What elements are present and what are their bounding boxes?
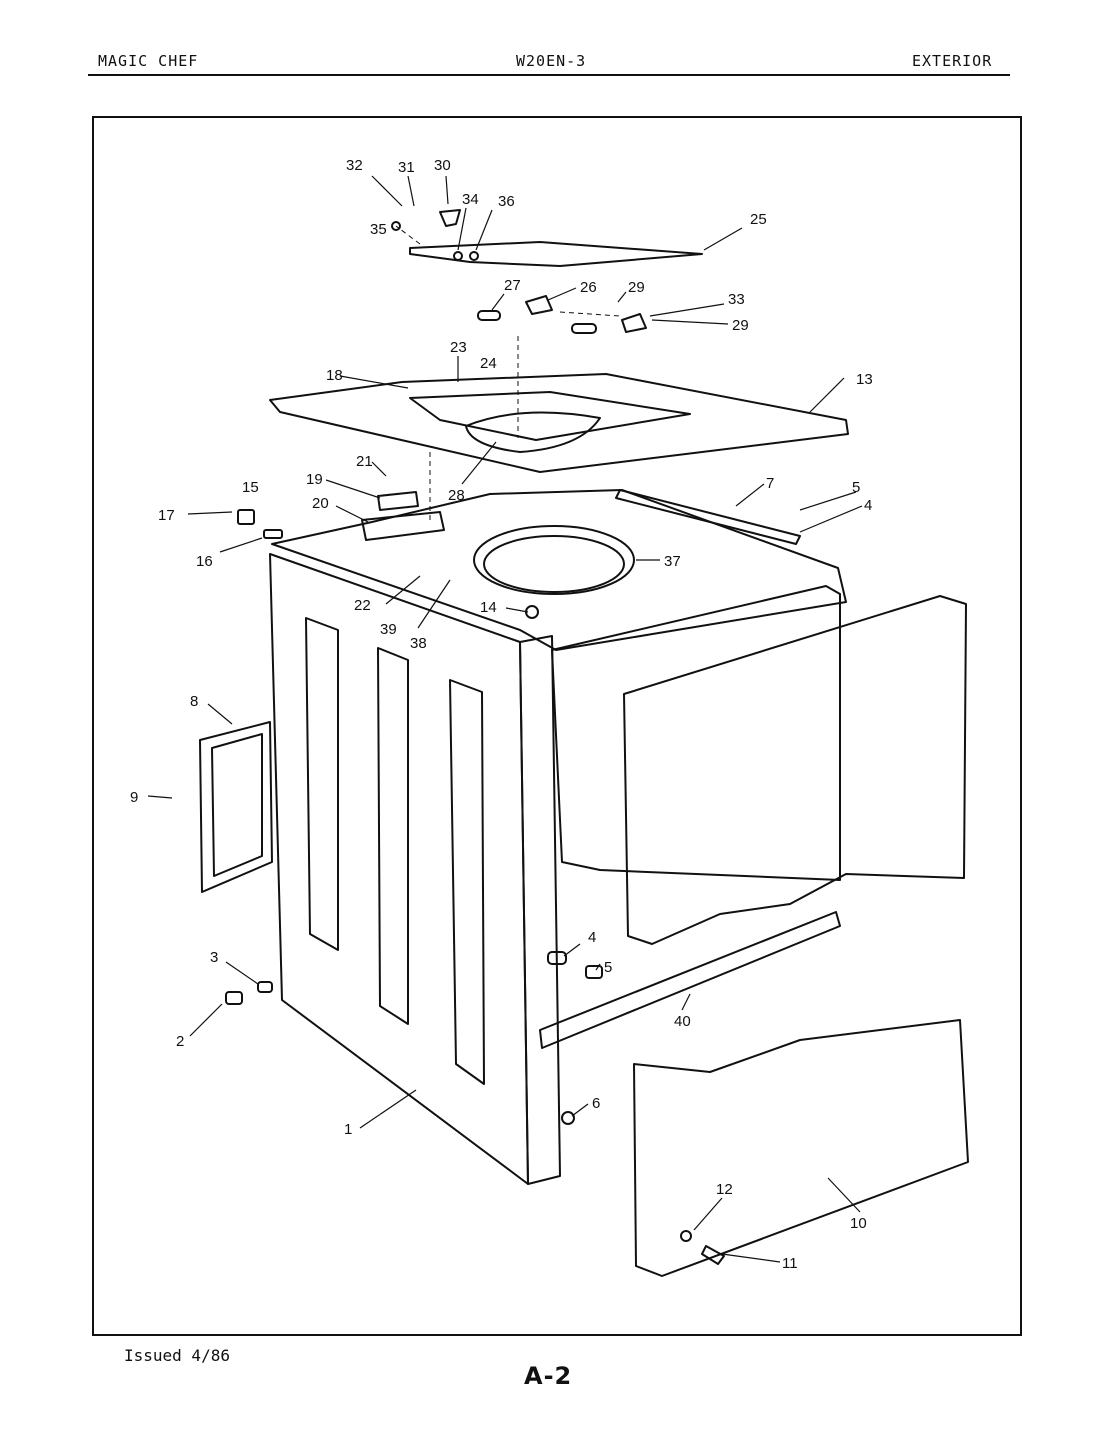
callout-23: 23: [450, 339, 467, 356]
page-number: A-2: [524, 1362, 573, 1390]
bracket-15: [237, 509, 255, 525]
lid: [409, 241, 703, 267]
callout-30: 30: [434, 157, 451, 174]
brand-label: MAGIC CHEF: [98, 52, 199, 70]
callout-29b: 29: [732, 317, 749, 334]
grommet-12: [680, 1230, 692, 1242]
hinge-pin: [477, 310, 501, 321]
section-label: EXTERIOR: [912, 52, 993, 70]
callout-28: 28: [448, 487, 465, 504]
cross-rail: [539, 911, 841, 1049]
callout-27: 27: [504, 277, 521, 294]
access-panel: [199, 721, 273, 893]
callout-5: 5: [604, 959, 612, 976]
callout-31: 31: [398, 159, 415, 176]
callout-14: 14: [480, 599, 497, 616]
plug-36: [469, 251, 479, 261]
issued-date: Issued 4/86: [124, 1346, 230, 1365]
callout-4b: 4: [864, 497, 872, 514]
callout-5b: 5: [852, 479, 860, 496]
rear-panel: [551, 585, 841, 881]
callout-17: 17: [158, 507, 175, 524]
hinge-bracket: [525, 295, 553, 315]
callout-33: 33: [728, 291, 745, 308]
tub-ring: [473, 525, 635, 595]
callout-21: 21: [356, 453, 373, 470]
hinge-bracket-2: [621, 313, 647, 333]
fastener-11: [701, 1245, 725, 1265]
top-opening: [409, 391, 691, 441]
switch-actuator: [439, 209, 461, 227]
diagram-frame: [92, 116, 1022, 1336]
callout-11: 11: [782, 1255, 798, 1272]
top-panel: [269, 373, 849, 473]
pad-16: [263, 529, 283, 539]
callout-25: 25: [750, 211, 767, 228]
callout-35: 35: [370, 221, 387, 238]
callout-16: 16: [196, 553, 213, 570]
callout-32: 32: [346, 157, 363, 174]
top-ring-opening: [465, 411, 601, 453]
callout-34: 34: [462, 191, 479, 208]
callout-38: 38: [410, 635, 427, 652]
plug-34: [453, 251, 463, 261]
latch-19: [377, 491, 419, 511]
cabinet-top: [271, 489, 847, 651]
callout-15: 15: [242, 479, 259, 496]
callout-12: 12: [716, 1181, 733, 1198]
callout-39: 39: [380, 621, 397, 638]
callout-6: 6: [592, 1095, 600, 1112]
front-corner-post: [519, 635, 561, 1185]
bracket-20: [361, 511, 445, 541]
callout-24: 24: [480, 355, 497, 372]
callout-19: 19: [306, 471, 323, 488]
callout-9: 9: [130, 789, 138, 806]
callout-36: 36: [498, 193, 515, 210]
callout-29: 29: [628, 279, 645, 296]
callout-40: 40: [674, 1013, 691, 1030]
model-label: W20EN-3: [516, 52, 587, 70]
front-panel-lower: [633, 1019, 969, 1277]
washer-35: [391, 221, 401, 231]
callout-7: 7: [766, 475, 774, 492]
foot-6: [561, 1111, 575, 1125]
rear-rail: [615, 489, 801, 545]
screw-2: [225, 991, 243, 1005]
callout-13: 13: [856, 371, 873, 388]
bolt-5: [585, 965, 603, 979]
header-rule: [88, 74, 1010, 76]
callout-3: 3: [210, 949, 218, 966]
callout-26: 26: [580, 279, 597, 296]
callout-37: 37: [664, 553, 681, 570]
callout-1: 1: [344, 1121, 352, 1138]
callout-8: 8: [190, 693, 198, 710]
callout-10: 10: [850, 1215, 867, 1232]
hinge-pin-2: [571, 323, 597, 334]
callout-2: 2: [176, 1033, 184, 1050]
callout-22: 22: [354, 597, 371, 614]
callout-20: 20: [312, 495, 329, 512]
callout-4: 4: [588, 929, 596, 946]
callout-18: 18: [326, 367, 343, 384]
clip-3: [257, 981, 273, 993]
front-panel-upper: [623, 595, 967, 945]
spacer-4: [547, 951, 567, 965]
